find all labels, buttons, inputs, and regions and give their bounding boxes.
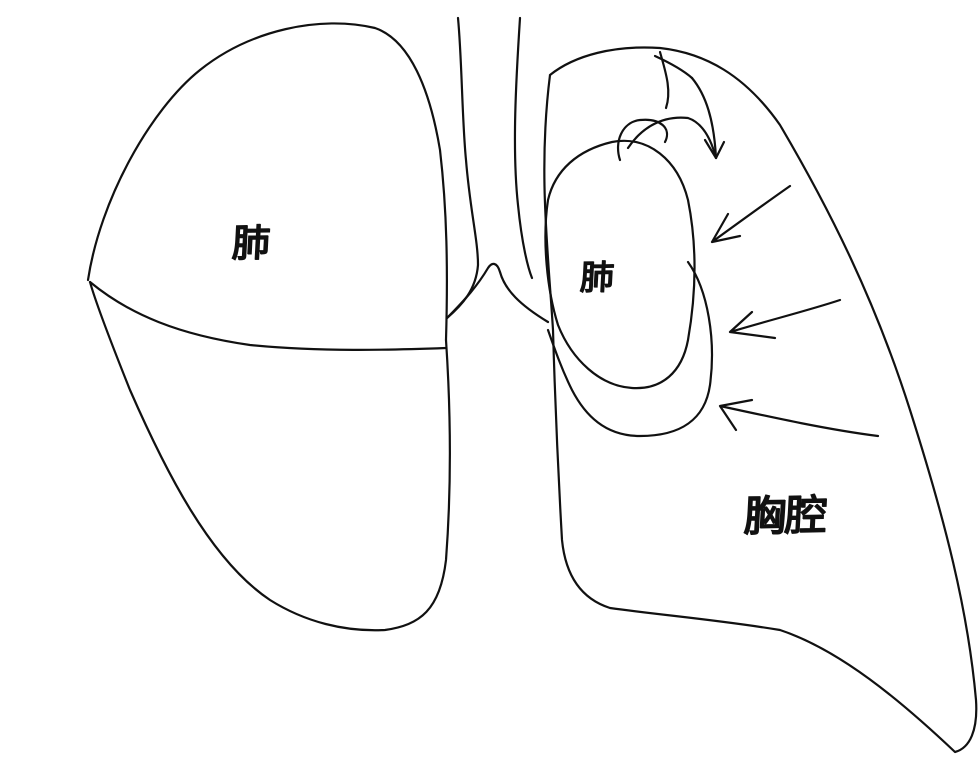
heart-top-bump-curve xyxy=(628,118,716,158)
heart-lower-chamber xyxy=(548,262,712,436)
right-lung-lobe-fissure xyxy=(90,282,446,350)
thoracic-cavity-label: 胸腔 xyxy=(742,481,827,543)
top-arrow-head xyxy=(655,56,692,78)
arrow-2 xyxy=(730,300,840,338)
arrow-1 xyxy=(712,186,790,242)
left-lung-label: 肺 xyxy=(579,250,615,300)
heart-outline xyxy=(545,141,694,388)
trachea-left-wall xyxy=(447,18,478,318)
right-lung-label: 肺 xyxy=(231,212,271,268)
right-lung-upper-lobe-outline xyxy=(88,23,447,340)
right-lung-lower-lobe-outline xyxy=(90,282,450,630)
carina xyxy=(447,264,548,322)
left-lung-cavity-outline xyxy=(544,47,976,752)
trachea-right-wall xyxy=(515,18,532,278)
arrow-3 xyxy=(720,400,878,436)
